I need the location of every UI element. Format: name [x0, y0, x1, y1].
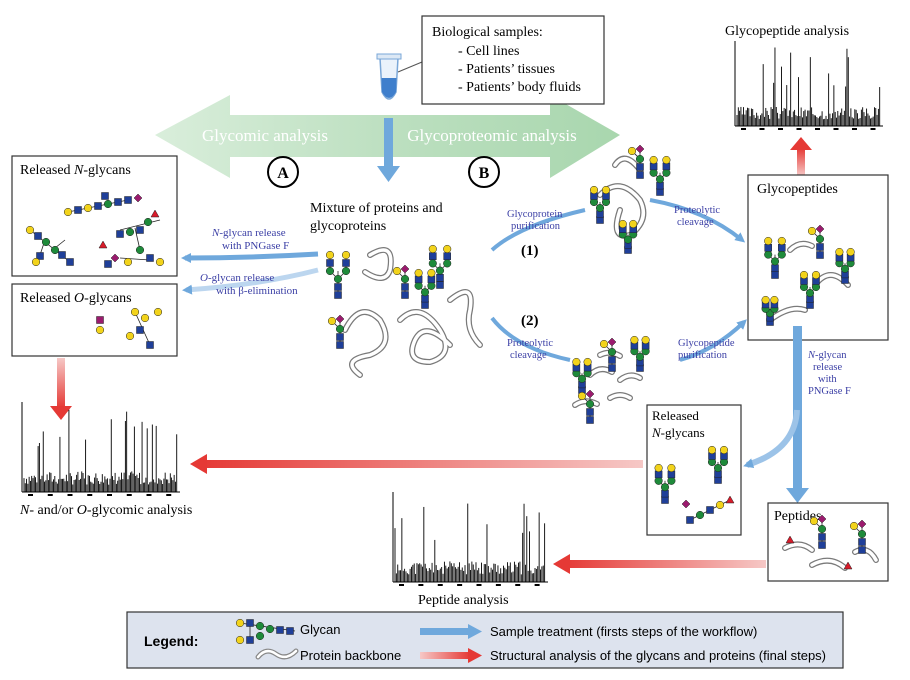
glycomic-analysis-caption: N- and/or O-glycomic analysis	[19, 503, 192, 518]
marker-a: A	[267, 156, 299, 188]
n-release-label-line1: N-glycan release	[211, 227, 286, 239]
legend-title: Legend:	[144, 633, 198, 649]
o-release-arrow	[182, 267, 319, 295]
pngase-label-line2: release	[813, 362, 842, 373]
legend-sample-treatment: Sample treatment (firsts steps of the wo…	[490, 624, 757, 639]
peptide-spectrum	[392, 492, 548, 586]
marker-b: B	[468, 156, 500, 188]
path2-arrow-b	[679, 319, 747, 362]
test-tube-icon	[376, 53, 402, 100]
glycan-red-arrow-left	[190, 454, 643, 474]
released-n-glycans-illustration	[654, 445, 735, 524]
released-o-glycans-title: Released O-glycans	[20, 291, 132, 306]
mixture-label-line2: glycoproteins	[310, 219, 386, 234]
svg-text:A: A	[277, 165, 289, 182]
path2-arrow-a	[490, 316, 571, 362]
sample-item: - Patients’ body fluids	[458, 80, 581, 95]
legend-blue-arrow	[420, 624, 482, 639]
path1-arrow-a	[490, 208, 586, 252]
sample-callout-line	[397, 61, 423, 73]
path2-step2-line1: Glycopeptide	[678, 338, 735, 349]
path2-number: (2)	[521, 313, 539, 329]
released-n2-line1: Released	[652, 408, 699, 423]
released-n2-line2: N-glycans	[651, 425, 705, 440]
glycopeptides-illustration	[761, 224, 855, 326]
peptides-illustration	[782, 514, 879, 571]
path1-step2-line1: Proteolytic	[674, 205, 720, 216]
path2-illustration	[572, 335, 650, 424]
path2-step1-line2: cleavage	[510, 350, 547, 361]
samples-box	[421, 15, 605, 105]
glycopeptide-analysis-title: Glycopeptide analysis	[725, 24, 849, 39]
glycopeptide-spectrum	[734, 41, 883, 130]
released-n-glycans-arrow	[743, 409, 800, 468]
peptide-analysis-caption: Peptide analysis	[418, 593, 509, 608]
o-glycans-illustration	[95, 307, 163, 349]
green-double-arrow	[155, 95, 620, 178]
sample-item: - Patients’ tissues	[458, 62, 555, 77]
path1-step1-line2: purification	[511, 221, 561, 232]
pngase-label-line1: N-glycan	[807, 350, 847, 361]
sample-item: - Cell lines	[458, 44, 519, 59]
path1-number: (1)	[521, 243, 539, 259]
path1-step2-line2: cleavage	[677, 217, 714, 228]
legend-protein-label: Protein backbone	[300, 648, 401, 663]
samples-title: Biological samples:	[432, 25, 543, 40]
o-release-label-line1: O-glycan release	[200, 272, 274, 284]
glycopeptides-title: Glycopeptides	[757, 182, 838, 197]
protein-mixture-illustration	[325, 244, 483, 378]
legend-red-arrow	[420, 648, 482, 663]
o-release-label-line2: with β-elimination	[216, 285, 298, 297]
glycoproteomic-analysis-label: Glycoproteomic analysis	[407, 126, 577, 145]
glycopeptide-red-arrow-up	[790, 137, 812, 176]
pngase-label-line4: PNGase F	[808, 386, 851, 397]
protein-backbone-icon-inner	[256, 649, 298, 659]
n-glycans-illustration	[25, 192, 165, 268]
glycan-icon	[235, 618, 296, 645]
n-release-arrow	[181, 251, 319, 263]
released-n-glycans-title: Released N-glycans	[20, 163, 131, 178]
glycomic-red-arrow-down	[50, 358, 72, 420]
pngase-label-line3: with	[818, 374, 837, 385]
svg-text:B: B	[479, 165, 490, 182]
n-release-label-line2: with PNGase F	[222, 240, 289, 252]
glycomic-analysis-label: Glycomic analysis	[202, 126, 328, 145]
glycomic-spectrum	[21, 402, 180, 496]
path1-illustration	[589, 144, 671, 254]
pngase-down-arrow	[786, 326, 809, 503]
path1-arrow-b	[649, 198, 746, 243]
legend-structural-analysis: Structural analysis of the glycans and p…	[490, 648, 826, 663]
released-n-glycans-right-box	[646, 404, 742, 536]
path1-step1-line1: Glycoprotein	[507, 209, 563, 220]
path2-step2-line2: purification	[678, 350, 728, 361]
legend-glycan-label: Glycan	[300, 622, 340, 637]
sample-down-arrow	[377, 118, 400, 182]
path2-step1-line1: Proteolytic	[507, 338, 553, 349]
mixture-label-line1: Mixture of proteins and	[310, 201, 443, 216]
peptides-title: Peptides	[774, 509, 821, 524]
peptide-red-arrow-left	[553, 554, 766, 574]
